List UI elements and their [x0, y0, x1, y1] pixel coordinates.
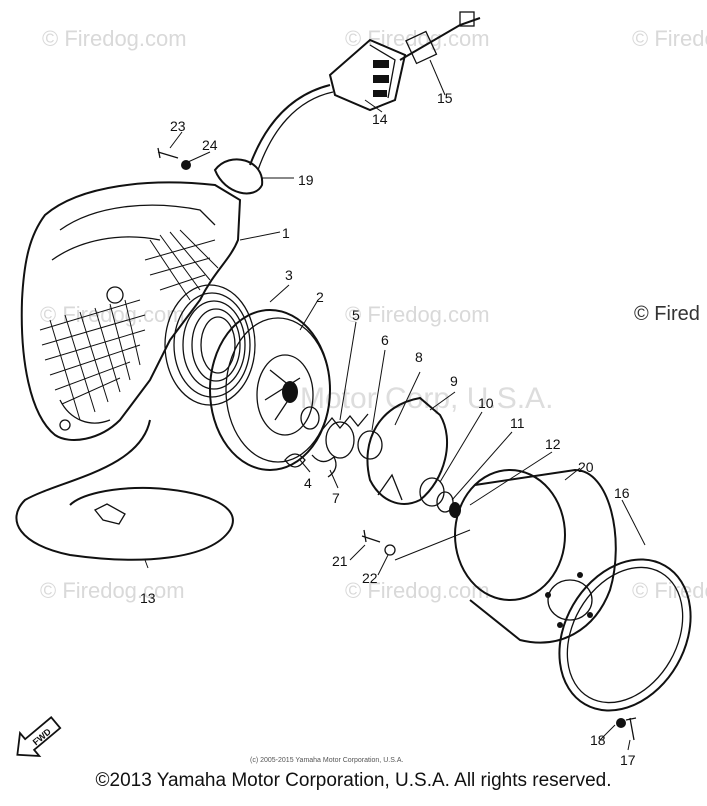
leader-lines: [144, 59, 646, 751]
callout-12: 12: [545, 436, 561, 452]
watermark-1: © Firedog.com: [42, 26, 187, 51]
cover-band: [558, 558, 692, 712]
callout-labels: 1 2 3 4 5 6 7 8 9 10 11 12 13 14 15 16 1…: [140, 90, 636, 768]
bolt-23: [157, 147, 179, 159]
washer-6: [300, 406, 320, 430]
fwd-arrow-icon: FWD: [16, 716, 62, 758]
callout-24: 24: [202, 137, 218, 153]
watermark-7: © Firedog.com: [40, 578, 185, 603]
recoil-spring: [164, 284, 256, 406]
pawl-4: [284, 453, 306, 468]
callout-10: 10: [478, 395, 494, 411]
watermark-8: © Firedog.com: [345, 578, 490, 603]
callout-2: 2: [316, 289, 324, 305]
callout-19: 19: [298, 172, 314, 188]
callout-18: 18: [590, 732, 606, 748]
watermark-3: © Firedo: [632, 26, 707, 51]
bolt-17: [625, 717, 637, 741]
washer-24: [181, 160, 191, 170]
watermark-9: © Firedo: [632, 578, 707, 603]
bolt-21: [361, 529, 381, 543]
callout-17: 17: [620, 752, 636, 768]
watermark-6: © Fired: [634, 303, 700, 325]
o-ring-8: [357, 430, 383, 460]
callout-4: 4: [304, 475, 312, 491]
callout-15: 15: [437, 90, 453, 106]
washer-11: [436, 491, 454, 513]
callout-1: 1: [282, 225, 290, 241]
callout-14: 14: [372, 111, 388, 127]
callout-23: 23: [170, 118, 186, 134]
callout-16: 16: [614, 485, 630, 501]
callout-20: 20: [578, 459, 594, 475]
watermark-2: © Firedog.com: [345, 26, 490, 51]
watermark-5: © Firedog.com: [345, 302, 490, 327]
callout-8: 8: [415, 349, 423, 365]
rope-13: [15, 419, 234, 561]
callout-9: 9: [450, 373, 458, 389]
callout-3: 3: [285, 267, 293, 283]
callout-21: 21: [332, 553, 348, 569]
callout-11: 11: [510, 415, 525, 431]
rope-guide-19: [213, 158, 264, 195]
footer-copyright: ©2013 Yamaha Motor Corporation, U.S.A. A…: [95, 770, 612, 791]
starter-handle: [249, 11, 481, 171]
starter-housing: [20, 181, 242, 441]
washer-18: [616, 718, 626, 728]
callout-13: 13: [140, 590, 156, 606]
pulley: [209, 309, 331, 471]
washer-22: [384, 544, 396, 556]
friction-plate: [366, 396, 448, 505]
pawl-spring: [321, 413, 369, 459]
starter-cup: [454, 468, 617, 644]
watermark-corp: Motor Corp, U.S.A.: [300, 382, 553, 415]
callout-5: 5: [352, 307, 360, 323]
small-copyright: (c) 2005-2015 Yamaha Motor Corporation, …: [250, 757, 403, 764]
clip-7: [311, 454, 337, 478]
callout-7: 7: [332, 490, 340, 506]
callout-6: 6: [381, 332, 389, 348]
callout-22: 22: [362, 570, 378, 586]
